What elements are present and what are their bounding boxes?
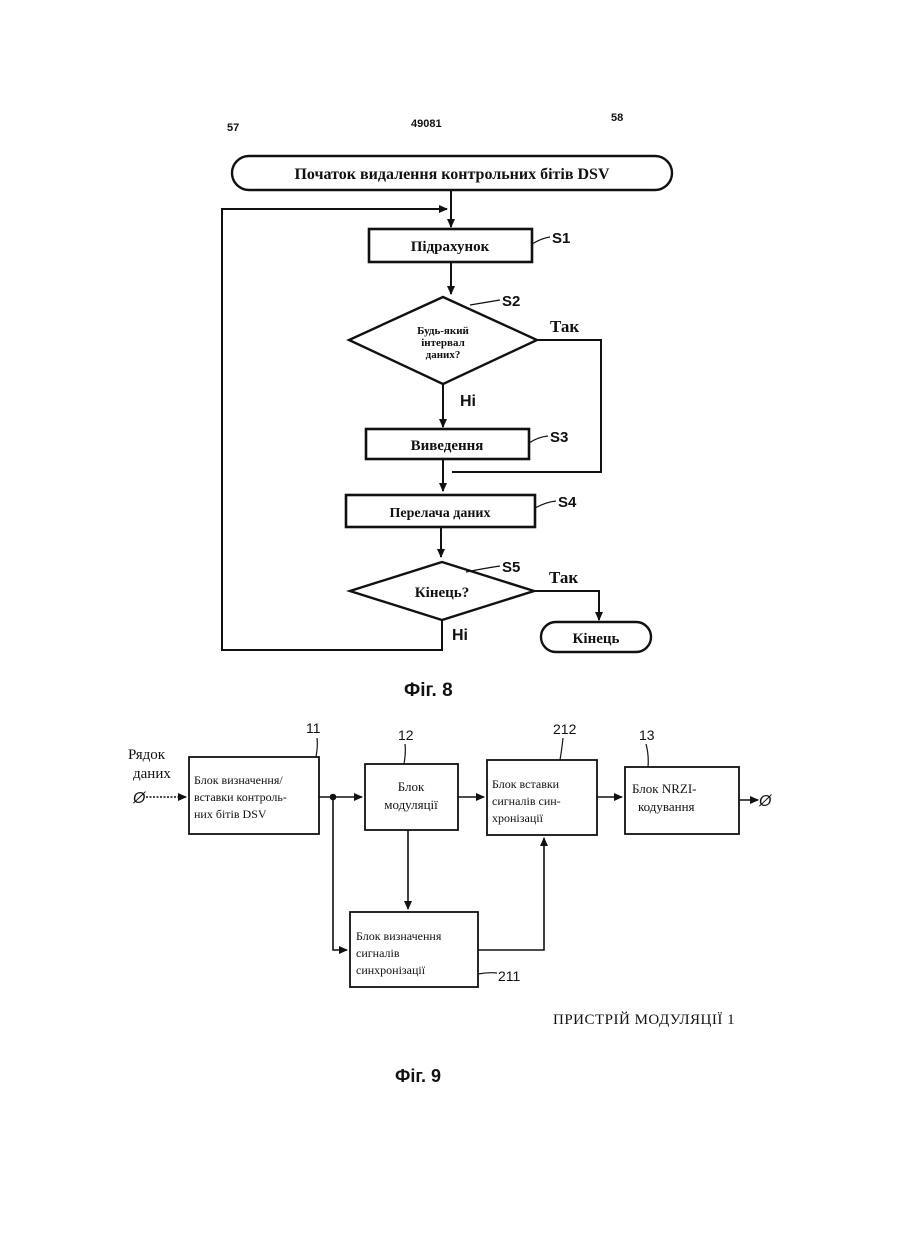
fig9-caption: Фіг. 9 bbox=[395, 1066, 441, 1087]
fig9-ref-11: 11 bbox=[306, 720, 321, 736]
fig9-input-label-line-1: Рядок bbox=[128, 747, 166, 763]
fig8-step-s4-id: S4 bbox=[558, 494, 577, 511]
fig9-block-211-line-3: синхронізації bbox=[356, 963, 426, 977]
fig8-step-s3-label: Виведення bbox=[411, 438, 484, 454]
fig9-block-13-line-2: кодування bbox=[638, 799, 695, 814]
fig9-block-212-line-2: сигналів син- bbox=[492, 794, 561, 808]
fig9-block-11-line-1: Блок визначення/ bbox=[194, 773, 283, 787]
fig8-step-s2-line-2: інтервал bbox=[421, 337, 465, 349]
fig8-s5-no-label: Ні bbox=[452, 627, 468, 644]
fig8-step-s1-label: Підрахунок bbox=[411, 239, 490, 255]
fig8-step-s5-label: Кінець? bbox=[415, 585, 469, 601]
fig9-device-label: ПРИСТРІЙ МОДУЛЯЦІЇ 1 bbox=[553, 1012, 735, 1029]
fig9-ref-13: 13 bbox=[639, 727, 655, 743]
fig9-block-11-line-3: них бітів DSV bbox=[194, 807, 267, 821]
fig9-block-211-line-2: сигналів bbox=[356, 946, 400, 960]
fig9-input-terminal-icon: Ø bbox=[132, 790, 147, 807]
fig9-ref-12: 12 bbox=[398, 727, 414, 743]
fig8-s2-no-label: Ні bbox=[460, 393, 476, 410]
fig8-flowchart bbox=[222, 156, 672, 652]
fig9-block-212-line-1: Блок вставки bbox=[492, 777, 560, 791]
fig8-step-s2-line-1: Будь-який bbox=[417, 325, 469, 337]
fig9-ref-212: 212 bbox=[553, 721, 577, 737]
fig8-start-label: Початок видалення контрольних бітів DSV bbox=[294, 166, 609, 183]
fig9-output-terminal-icon: Ø bbox=[758, 793, 773, 810]
fig9-block-212-line-3: хронізації bbox=[492, 811, 544, 825]
fig8-step-s3-id: S3 bbox=[550, 429, 568, 446]
fig9-block-211-line-1: Блок визначення bbox=[356, 929, 442, 943]
fig9-input-label-line-2: даних bbox=[133, 766, 171, 782]
fig9-block-13-line-1: Блок NRZI- bbox=[632, 781, 697, 796]
fig8-step-s5-id: S5 bbox=[502, 559, 520, 576]
fig8-end-label: Кінець bbox=[573, 631, 620, 647]
fig9-block-12-line-1: Блок bbox=[398, 779, 425, 794]
fig8-step-s2-line-3: даних? bbox=[426, 349, 461, 361]
fig9-block-11-line-2: вставки контроль- bbox=[194, 790, 287, 804]
fig8-step-s2-id: S2 bbox=[502, 293, 520, 310]
fig8-caption: Фіг. 8 bbox=[404, 680, 453, 702]
fig9-block-12-line-2: модуляції bbox=[384, 797, 438, 812]
fig8-step-s4-label: Перелача даних bbox=[389, 506, 490, 521]
fig8-s2-yes-label: Так bbox=[550, 317, 579, 336]
fig9-ref-211: 211 bbox=[498, 968, 521, 984]
fig8-s5-yes-label: Так bbox=[549, 568, 578, 587]
fig8-step-s1-id: S1 bbox=[552, 230, 570, 247]
